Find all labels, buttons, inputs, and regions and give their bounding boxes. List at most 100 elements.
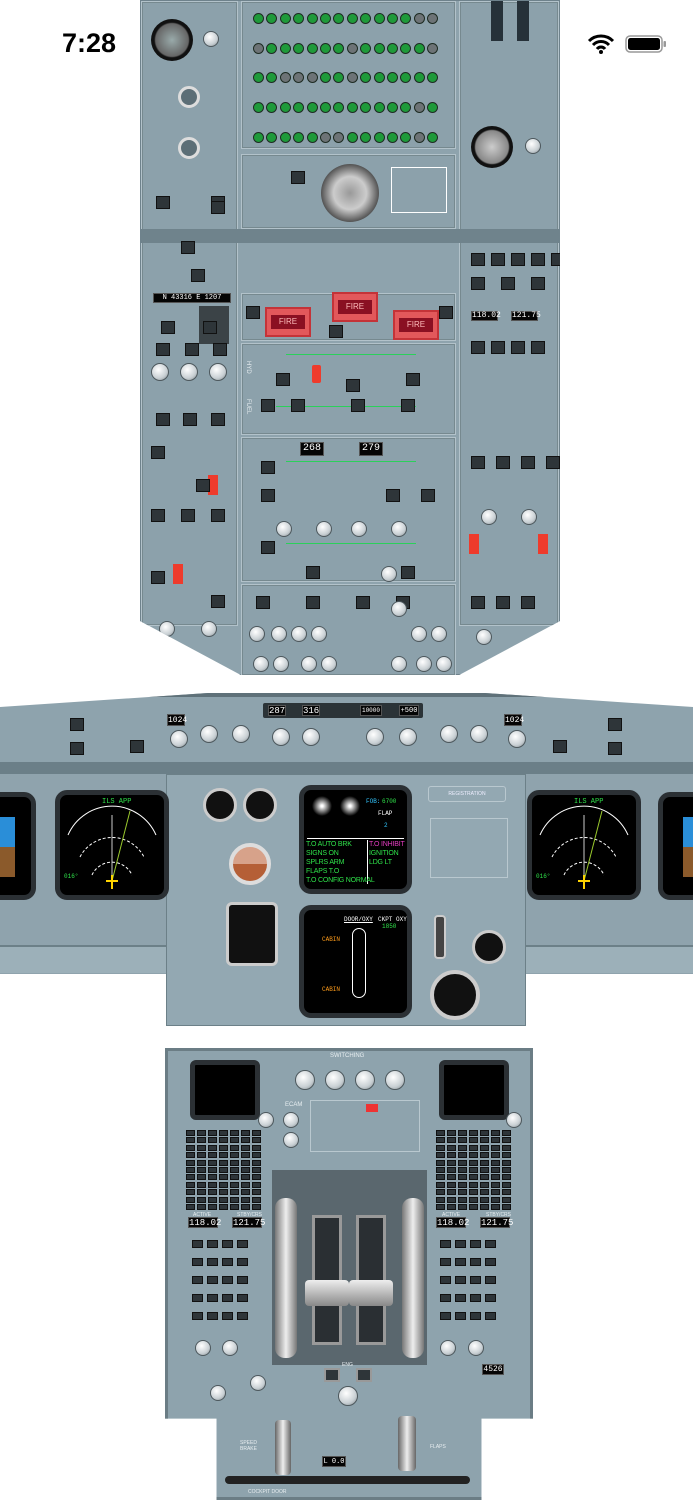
mcdu-key[interactable] [241,1204,250,1210]
mcdu-key[interactable] [219,1204,228,1210]
circuit-breaker[interactable] [306,72,318,83]
mcdu-key[interactable] [480,1196,489,1203]
pushbutton[interactable] [471,277,485,290]
rotary-knob[interactable] [311,626,327,642]
mcdu-key[interactable] [252,1196,261,1203]
circuit-breaker[interactable] [253,13,264,24]
circuit-breaker[interactable] [373,72,385,83]
mcdu-key[interactable] [480,1130,489,1136]
mcdu-key[interactable] [480,1189,489,1196]
pushbutton[interactable] [291,171,305,184]
mcdu-key[interactable] [219,1137,228,1144]
mcdu-key[interactable] [469,1189,478,1196]
mcdu-key[interactable] [186,1137,195,1144]
mcdu-key[interactable] [208,1152,217,1159]
pushbutton[interactable] [306,596,320,609]
mcdu-key[interactable] [230,1189,239,1196]
panel-key[interactable] [470,1258,481,1266]
pushbutton[interactable] [351,399,365,412]
panel-key[interactable] [470,1240,481,1248]
pushbutton[interactable] [608,718,622,731]
panel-key[interactable] [455,1258,466,1266]
circuit-breaker[interactable] [413,13,425,24]
rotary-knob[interactable] [250,1375,266,1391]
mcdu-key[interactable] [458,1204,467,1210]
mcdu-key[interactable] [458,1152,467,1159]
pushbutton[interactable] [546,456,560,469]
pushbutton[interactable] [211,595,225,608]
mcdu-key[interactable] [219,1189,228,1196]
mcdu-key[interactable] [502,1174,511,1181]
ir-mode-knob[interactable] [209,363,227,381]
mcdu-key[interactable] [480,1181,489,1188]
mcdu-key[interactable] [502,1204,511,1210]
mcdu-key[interactable] [447,1144,456,1151]
circuit-breaker[interactable] [400,43,412,54]
pushbutton[interactable] [261,489,275,502]
eng-master-2[interactable] [356,1368,372,1382]
switching-knob[interactable] [295,1070,315,1090]
pushbutton[interactable] [471,596,485,609]
mcdu-key[interactable] [480,1159,489,1166]
rotary-knob[interactable] [273,656,289,672]
fcu-knob[interactable] [399,728,417,746]
ir-mode-knob[interactable] [180,363,198,381]
panel-key[interactable] [207,1294,218,1302]
mcdu-key[interactable] [186,1130,195,1136]
mcdu-key[interactable] [197,1152,206,1159]
mcdu-key[interactable] [208,1204,217,1210]
fcu-knob[interactable] [302,728,320,746]
circuit-breaker[interactable] [306,132,318,143]
mcdu-key[interactable] [219,1159,228,1166]
mcdu-key[interactable] [480,1204,489,1210]
pushbutton[interactable] [261,541,275,554]
panel-key[interactable] [485,1276,496,1284]
mcdu-key[interactable] [436,1159,445,1166]
mcdu-key[interactable] [208,1196,217,1203]
mcdu-key[interactable] [241,1159,250,1166]
circuit-breaker[interactable] [373,13,385,24]
circuit-breaker[interactable] [279,102,291,113]
mcdu-key[interactable] [491,1130,500,1136]
eng2-fire-button[interactable]: FIRE [393,310,439,340]
mcdu-key[interactable] [447,1159,456,1166]
hyd-guard-red[interactable] [312,365,321,383]
mcdu-key[interactable] [491,1196,500,1203]
mcdu-key[interactable] [219,1196,228,1203]
circuit-breaker[interactable] [279,43,291,54]
mcdu-key[interactable] [436,1137,445,1144]
fcu-knob[interactable] [170,730,188,748]
apu-fire-button[interactable]: FIRE [332,292,378,322]
circuit-breaker[interactable] [320,43,331,54]
mcdu-key[interactable] [241,1137,250,1144]
panel-key[interactable] [485,1258,496,1266]
thrust-lever-2[interactable] [349,1280,393,1306]
circuit-breaker[interactable] [306,13,318,24]
mcdu-key[interactable] [252,1144,261,1151]
pushbutton[interactable] [491,253,505,266]
eng-mode-selector[interactable] [338,1386,358,1406]
panel-key[interactable] [455,1276,466,1284]
circuit-breaker[interactable] [400,102,412,113]
mcdu-key[interactable] [241,1152,250,1159]
mcdu-key[interactable] [447,1204,456,1210]
mcdu-key[interactable] [502,1152,511,1159]
rotary-knob[interactable] [521,509,537,525]
circuit-breaker[interactable] [253,72,264,83]
circuit-breaker[interactable] [413,132,425,143]
mcdu-key[interactable] [447,1152,456,1159]
rotary-knob[interactable] [416,656,432,672]
circuit-breaker[interactable] [333,72,345,83]
panel-key[interactable] [440,1312,451,1320]
circuit-breaker[interactable] [253,102,264,113]
mcdu-key[interactable] [502,1181,511,1188]
circuit-breaker[interactable] [413,102,425,113]
rotary-knob[interactable] [391,601,407,617]
red-guard-switch[interactable] [469,534,479,554]
mcdu-key[interactable] [491,1181,500,1188]
rotary-knob[interactable] [506,1112,522,1128]
window-slider[interactable] [517,1,529,41]
rotary-knob[interactable] [283,1112,299,1128]
mcdu-key[interactable] [230,1130,239,1136]
pushbutton[interactable] [211,413,225,426]
